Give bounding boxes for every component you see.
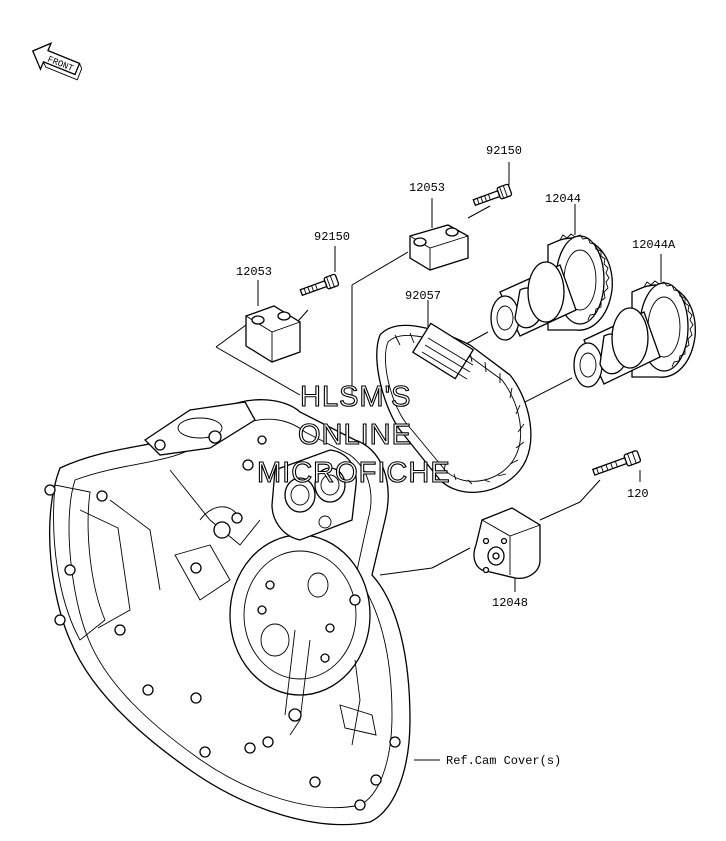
- bolt-tensioner: [591, 450, 642, 476]
- cam-chain: [376, 322, 532, 493]
- label-holder-left: 12053: [236, 265, 272, 279]
- watermark: HLSM'S ONLINE MICROFICHE: [256, 380, 451, 489]
- bolt-left: [299, 273, 340, 297]
- camshaft-front: [490, 233, 613, 341]
- label-bolt-left: 92150: [314, 230, 350, 244]
- label-camshaft-front: 12044: [545, 192, 581, 206]
- tensioner: [473, 507, 541, 579]
- front-arrow-icon: FRONT: [31, 42, 83, 81]
- crankcase-housing: [44, 399, 411, 826]
- label-tensioner: 12048: [492, 596, 528, 610]
- watermark-line-3: MICROFICHE: [257, 457, 451, 489]
- watermark-line-1: HLSM'S: [300, 381, 411, 413]
- watermark-line-2: ONLINE: [298, 419, 412, 451]
- label-cover-ref: Ref.Cam Cover(s): [446, 754, 561, 768]
- label-bolt-tensioner: 120: [627, 487, 649, 501]
- label-holder-upper: 12053: [409, 181, 445, 195]
- holder-upper: [409, 224, 469, 271]
- bolt-upper: [472, 183, 513, 207]
- label-bolt-upper: 92150: [486, 144, 522, 158]
- holder-left: [245, 305, 301, 363]
- part-labels: 92150 12053 12044 92150 12044A 12053 920…: [236, 144, 676, 768]
- perimeter-bolt-holes: [44, 435, 401, 811]
- camshaft-rear: [573, 280, 696, 388]
- label-chain: 92057: [405, 289, 441, 303]
- label-camshaft-rear: 12044A: [632, 238, 676, 252]
